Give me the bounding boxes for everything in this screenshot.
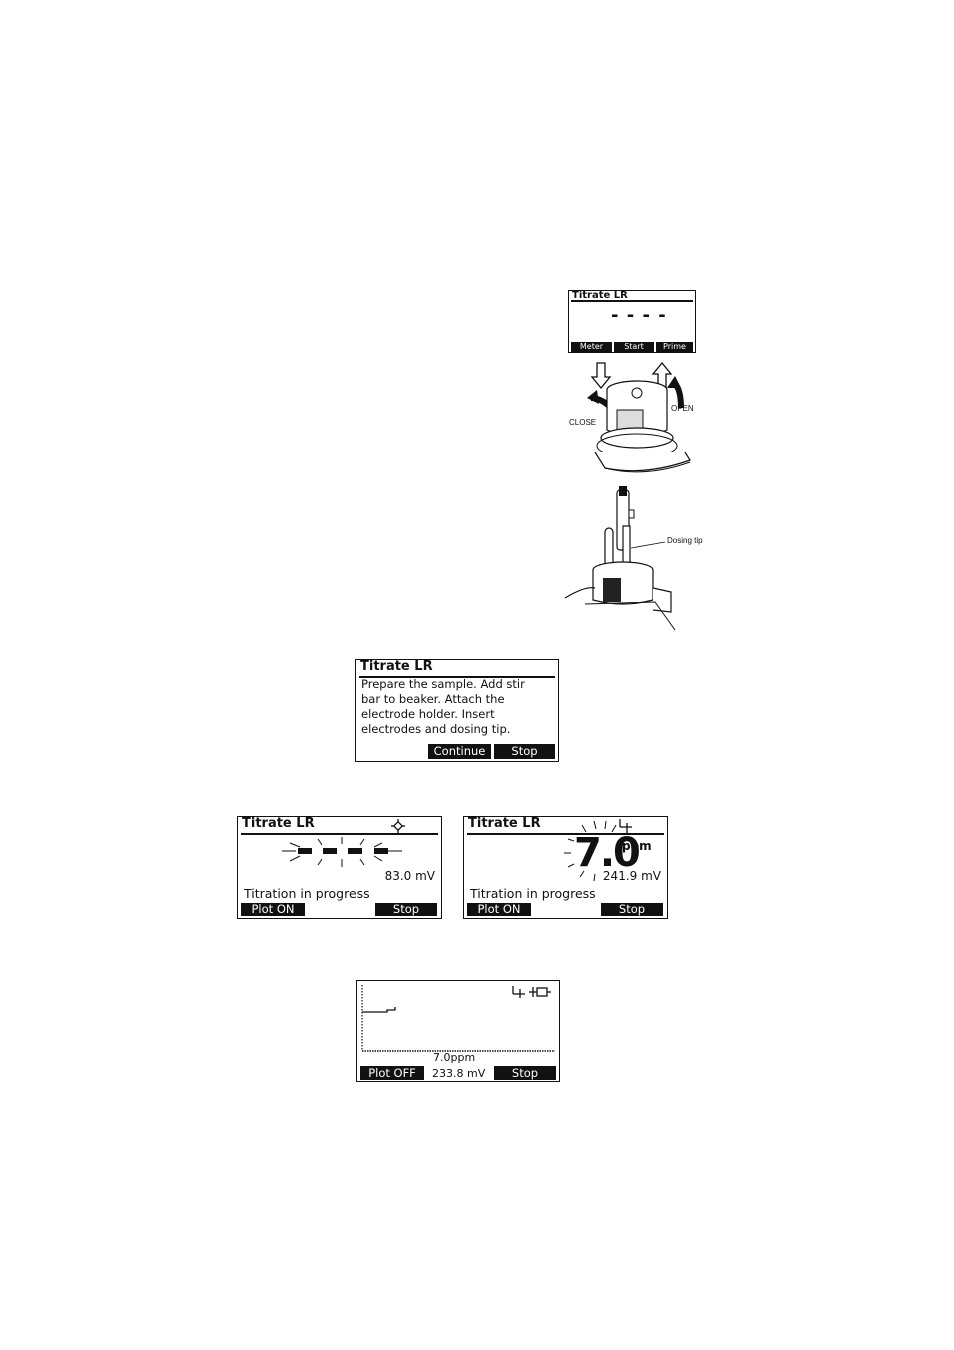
instruction-line: electrode holder. Insert xyxy=(361,707,495,721)
stirrer-icon xyxy=(391,819,405,833)
stirrer-icon xyxy=(619,819,632,833)
stop-softkey[interactable]: Stop xyxy=(494,744,555,759)
meter-softkey[interactable]: Meter xyxy=(571,342,612,352)
open-label: OPEN xyxy=(671,404,694,413)
progress-screen-result: Titrate LR 7.0 ppm 241.9 mV Titration in… xyxy=(463,816,668,919)
close-label: CLOSE xyxy=(569,418,597,427)
electrode-drawing xyxy=(564,486,676,631)
plot-screen: 7.0ppm Plot OFF 233.8 mV Stop xyxy=(356,980,560,1082)
screen-title: Titrate LR xyxy=(360,659,433,674)
instruction-line: Prepare the sample. Add stir xyxy=(361,677,525,691)
burette-drawing xyxy=(587,361,691,473)
concentration-unit: ppm xyxy=(622,839,652,853)
ppm-reading: 7.0ppm xyxy=(433,1051,476,1064)
mv-reading: 233.8 mV xyxy=(432,1067,486,1080)
title-rule xyxy=(467,833,664,835)
stop-softkey[interactable]: Stop xyxy=(494,1066,556,1080)
electrode-illustration: Dosing tip xyxy=(564,486,705,631)
start-softkey[interactable]: Start xyxy=(614,342,654,352)
continue-softkey[interactable]: Continue xyxy=(428,744,491,759)
dosing-tip-label: Dosing tip xyxy=(667,536,703,545)
status-text: Titration in progress xyxy=(470,886,596,901)
mv-reading: 241.9 mV xyxy=(602,869,661,883)
flashing-dashes xyxy=(282,837,402,867)
screen-title: Titrate LR xyxy=(242,816,315,831)
reading-dashes: - - - - xyxy=(611,305,667,326)
flash-rays xyxy=(564,820,617,882)
burette-illustration: CLOSE OPEN xyxy=(565,360,705,485)
stop-softkey[interactable]: Stop xyxy=(601,903,663,916)
screen-title: Titrate LR xyxy=(572,290,628,301)
plot-on-softkey[interactable]: Plot ON xyxy=(467,903,531,916)
stirrer-dosing-icon xyxy=(512,986,551,998)
progress-screen-dashes: Titrate LR 83.0 mV Titration in pr xyxy=(237,816,442,919)
titration-plot xyxy=(361,985,555,1052)
prime-softkey[interactable]: Prime xyxy=(656,342,693,352)
title-rule xyxy=(241,833,438,835)
instruction-line: bar to beaker. Attach the xyxy=(361,692,505,706)
title-rule xyxy=(359,676,555,678)
plot-off-softkey[interactable]: Plot OFF xyxy=(360,1066,424,1080)
plot-on-softkey[interactable]: Plot ON xyxy=(241,903,305,916)
instruction-line: electrodes and dosing tip. xyxy=(361,722,511,736)
titration-curve xyxy=(362,1007,396,1013)
screen-title: Titrate LR xyxy=(468,816,541,831)
status-text: Titration in progress xyxy=(244,886,370,901)
mv-reading: 83.0 mV xyxy=(384,869,435,883)
prepare-screen: Titrate LR Prepare the sample. Add stir … xyxy=(355,659,559,762)
title-rule xyxy=(571,300,693,302)
meter-screen: Titrate LR - - - - Meter Start Prime xyxy=(568,290,696,353)
stop-softkey[interactable]: Stop xyxy=(375,903,437,916)
concentration-value: 7.0 xyxy=(574,830,641,876)
